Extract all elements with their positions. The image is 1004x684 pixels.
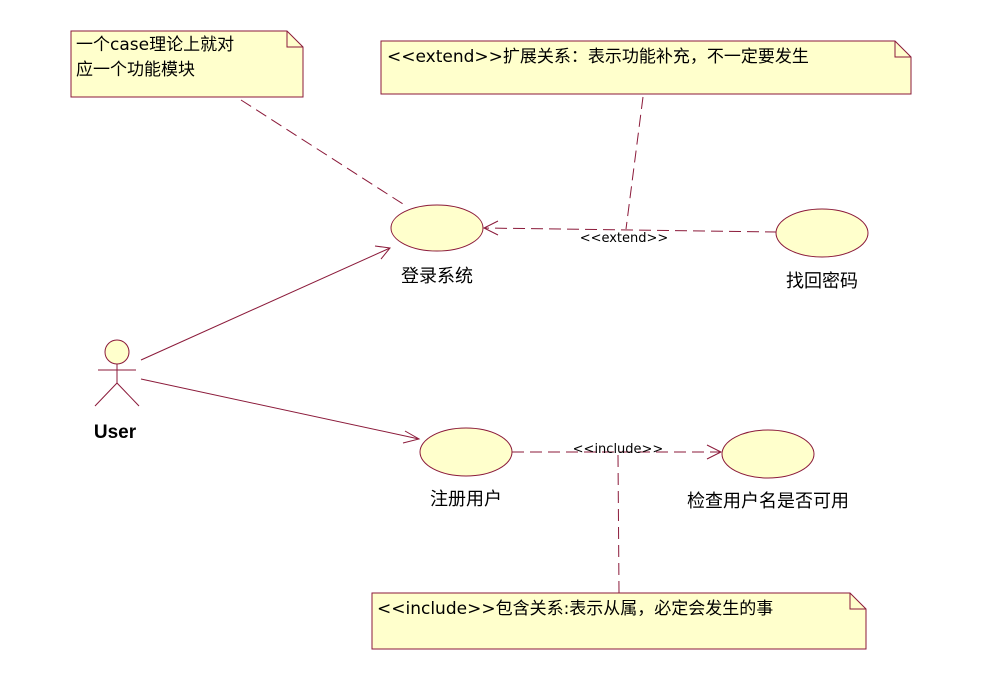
assoc-user-login [140,247,391,361]
anchor-extend-note [625,96,644,230]
include-relation-arrowhead [706,444,723,460]
extend-relation [483,227,778,233]
anchor-case-note [240,99,404,205]
include-label: <<include>> [573,442,664,457]
note-case-module-fold [286,31,303,48]
actor-head [104,339,130,365]
use-case-check-username-label: 检查用户名是否可用 [687,491,849,512]
note-extend: <<extend>>扩展关系：表示功能补充，不一定要发生 [380,40,912,95]
assoc-user-register-arrowhead [402,430,421,444]
actor-label: User [94,422,137,443]
note-case-module-line2: 应一个功能模块 [76,60,195,80]
note-case-module-line1: 一个case理论上就对 [76,35,234,55]
note-include: <<include>>包含关系:表示从属，必定会发生的事 [371,592,867,650]
use-case-register: 注册用户 [419,427,513,510]
note-case-module-box [70,30,304,98]
actor-leg-right [116,382,140,407]
actor-leg-left [94,382,118,407]
use-case-check-username-ellipse [721,429,815,479]
actor-user: User [94,339,140,443]
use-case-recover-password-ellipse [775,208,869,258]
assoc-user-register [140,378,420,440]
assoc-user-login-arrowhead [374,245,391,260]
use-case-login-label: 登录系统 [401,266,473,287]
note-case-module: 一个case理论上就对 应一个功能模块 [70,30,304,98]
note-include-box [371,592,867,650]
extend-relation-arrowhead [482,220,499,236]
use-case-login-ellipse [390,204,484,252]
note-extend-text: <<extend>>扩展关系：表示功能补充，不一定要发生 [387,47,809,67]
use-case-register-label: 注册用户 [430,489,502,510]
use-case-recover-password-label: 找回密码 [786,271,858,292]
use-case-login: 登录系统 [390,204,484,287]
use-case-register-ellipse [419,427,513,477]
use-case-recover-password: 找回密码 [775,208,869,292]
note-include-fold [849,593,866,610]
anchor-include-note [617,454,620,594]
note-extend-fold [894,41,911,58]
extend-label: <<extend>> [580,231,669,246]
note-include-text: <<include>>包含关系:表示从属，必定会发生的事 [377,599,773,619]
use-case-check-username: 检查用户名是否可用 [687,429,849,512]
note-extend-box [380,40,912,95]
